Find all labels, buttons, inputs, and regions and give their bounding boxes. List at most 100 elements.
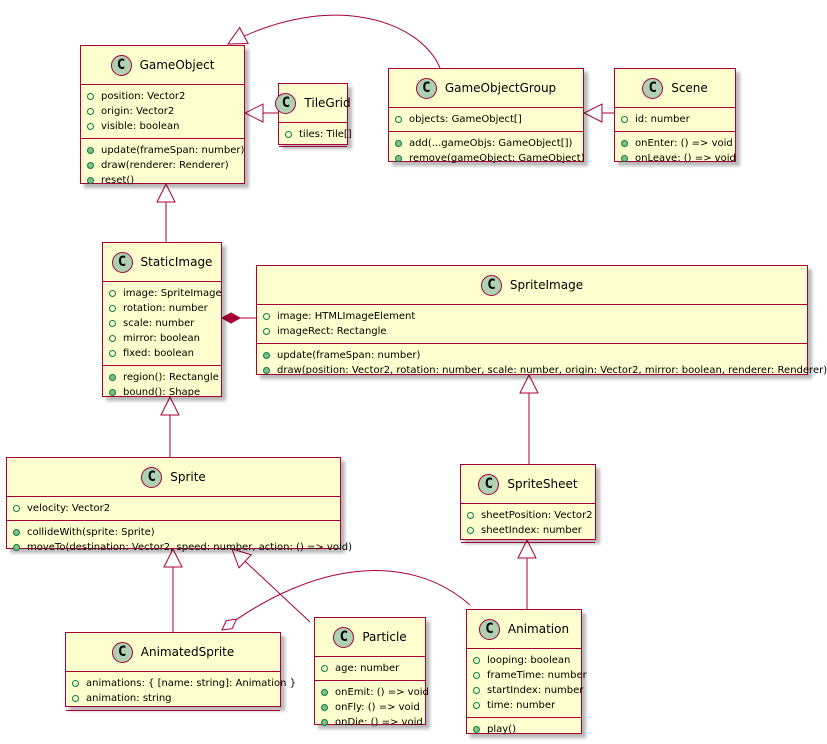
class-header: C SpriteSheet: [461, 465, 595, 504]
class-name: Scene: [671, 81, 708, 95]
field: animations: { [name: string]: Animation …: [72, 676, 296, 691]
field: velocity: Vector2: [13, 501, 334, 516]
class-tilegrid[interactable]: C TileGrid tiles: Tile[]: [275, 83, 352, 147]
class-header: C Sprite: [7, 458, 340, 497]
fields-section: objects: GameObject[]: [389, 108, 583, 131]
class-badge-icon: C: [141, 466, 163, 488]
methods-section: add(...gameObjs: GameObject[]) remove(ga…: [389, 131, 585, 170]
method: onLeave: () => void: [621, 151, 736, 166]
class-spriteimage[interactable]: C SpriteImage image: HTMLImageElement im…: [256, 265, 827, 376]
field: tiles: Tile[]: [285, 127, 352, 142]
methods-section: update(frameSpan: number) draw(position:…: [257, 343, 827, 382]
method: remove(gameObject: GameObject): [395, 151, 585, 166]
class-staticimage[interactable]: C StaticImage image: SpriteImage rotatio…: [102, 242, 222, 398]
field: looping: boolean: [473, 653, 575, 668]
method: onDie: () => void: [321, 715, 423, 730]
field: sheetPosition: Vector2: [467, 508, 592, 523]
class-name: Particle: [362, 630, 407, 644]
fields-section: age: number: [315, 657, 425, 680]
fields-section: image: SpriteImage rotation: number scal…: [103, 282, 222, 365]
edge-gameobjectgroup-gameobject: [228, 14, 441, 69]
class-name: SpriteImage: [509, 278, 584, 292]
methods-section: [66, 710, 280, 713]
class-name: Sprite: [170, 470, 206, 484]
field: objects: GameObject[]: [395, 112, 577, 127]
class-header: C Scene: [615, 69, 735, 108]
class-badge-icon: C: [111, 251, 133, 273]
class-badge-icon: C: [480, 274, 502, 296]
class-name: GameObjectGroup: [444, 81, 557, 95]
fields-section: tiles: Tile[]: [279, 123, 352, 146]
class-name: SpriteSheet: [507, 477, 578, 491]
methods-section: [279, 146, 347, 149]
field: image: HTMLImageElement: [263, 309, 801, 324]
class-badge-icon: C: [478, 618, 500, 640]
field: sheetIndex: number: [467, 523, 589, 538]
field: mirror: boolean: [109, 331, 215, 346]
class-name: GameObject: [139, 58, 215, 72]
method: reset(): [87, 173, 238, 188]
fields-section: velocity: Vector2: [7, 497, 340, 520]
class-name: StaticImage: [140, 255, 213, 269]
method: onFly: () => void: [321, 700, 420, 715]
method: update(frameSpan: number): [87, 143, 244, 158]
class-name: Animation: [507, 622, 570, 636]
field: animation: string: [72, 691, 274, 706]
fields-section: image: HTMLImageElement imageRect: Recta…: [257, 305, 807, 343]
method: region(): Rectangle: [109, 370, 219, 385]
class-name: TileGrid: [304, 96, 351, 110]
class-gameobjectgroup[interactable]: C GameObjectGroup objects: GameObject[] …: [388, 68, 585, 164]
field: origin: Vector2: [87, 104, 238, 119]
method: play(): [473, 722, 575, 737]
methods-section: region(): Rectangle bound(): Shape: [103, 365, 221, 404]
class-header: C GameObjectGroup: [389, 69, 583, 108]
class-scene[interactable]: C Scene id: number onEnter: () => void o…: [614, 68, 736, 164]
class-header: C Animation: [467, 610, 581, 649]
method: add(...gameObjs: GameObject[]): [395, 136, 577, 151]
class-header: C Particle: [315, 618, 425, 657]
methods-section: play(): [467, 717, 581, 741]
methods-section: [461, 542, 595, 545]
class-sprite[interactable]: C Sprite velocity: Vector2 collideWith(s…: [6, 457, 352, 553]
class-badge-icon: C: [333, 626, 355, 648]
field: image: SpriteImage: [109, 286, 222, 301]
method: draw(renderer: Renderer): [87, 158, 238, 173]
methods-section: onEmit: () => void onFly: () => void onD…: [315, 680, 429, 734]
class-header: C TileGrid: [275, 84, 351, 123]
fields-section: looping: boolean frameTime: number start…: [467, 649, 587, 717]
class-header: C GameObject: [81, 46, 244, 85]
fields-section: id: number: [615, 108, 735, 131]
class-badge-icon: C: [642, 77, 664, 99]
class-header: C AnimatedSprite: [66, 633, 280, 672]
method: update(frameSpan: number): [263, 348, 801, 363]
fields-section: sheetPosition: Vector2 sheetIndex: numbe…: [461, 504, 595, 542]
class-particle[interactable]: C Particle age: number onEmit: () => voi…: [314, 617, 429, 728]
method: moveTo(destination: Vector2, speed: numb…: [13, 540, 352, 555]
class-gameobject[interactable]: C GameObject position: Vector2 origin: V…: [80, 45, 245, 186]
methods-section: update(frameSpan: number) draw(renderer:…: [81, 138, 244, 192]
class-spritesheet[interactable]: C SpriteSheet sheetPosition: Vector2 she…: [460, 464, 596, 543]
class-badge-icon: C: [110, 54, 132, 76]
edge-particle-sprite: [232, 549, 311, 623]
class-badge-icon: C: [111, 641, 133, 663]
field: startIndex: number: [473, 683, 583, 698]
class-header: C StaticImage: [103, 243, 221, 282]
class-animation[interactable]: C Animation looping: boolean frameTime: …: [466, 609, 587, 735]
method: onEmit: () => void: [321, 685, 429, 700]
class-animatedsprite[interactable]: C AnimatedSprite animations: { [name: st…: [65, 632, 296, 711]
method: collideWith(sprite: Sprite): [13, 525, 334, 540]
method: onEnter: () => void: [621, 136, 733, 151]
class-badge-icon: C: [415, 77, 437, 99]
field: imageRect: Rectangle: [263, 324, 801, 339]
methods-section: collideWith(sprite: Sprite) moveTo(desti…: [7, 520, 352, 559]
edge-animatedsprite-animation: [222, 570, 471, 630]
field: visible: boolean: [87, 119, 238, 134]
methods-section: onEnter: () => void onLeave: () => void: [615, 131, 736, 170]
fields-section: animations: { [name: string]: Animation …: [66, 672, 296, 710]
class-header: C SpriteImage: [257, 266, 807, 305]
class-badge-icon: C: [275, 92, 297, 114]
class-name: AnimatedSprite: [140, 645, 235, 659]
field: frameTime: number: [473, 668, 587, 683]
field: time: number: [473, 698, 575, 713]
